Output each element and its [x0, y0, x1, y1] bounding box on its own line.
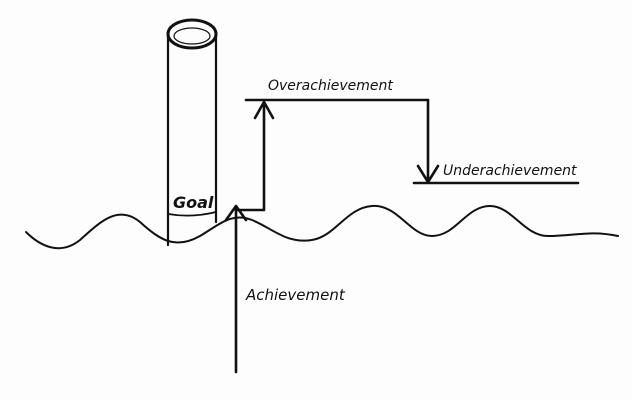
underachievement-label: Underachievement [443, 163, 577, 179]
achievement-label: Achievement [245, 286, 346, 304]
goal-pillar-band [167, 211, 217, 217]
overachievement-label: Overachievement [268, 78, 393, 94]
achievement-arrow-head [224, 204, 248, 222]
goal-pillar-top-inner [173, 27, 211, 45]
achievement-arrow: Achievement [224, 204, 346, 374]
overachievement-arrow-head [253, 100, 275, 120]
overachievement-rise-line [234, 102, 266, 212]
goal-pillar: Goal [166, 18, 218, 247]
wave-line [25, 204, 619, 250]
goal-label: Goal [173, 193, 214, 212]
